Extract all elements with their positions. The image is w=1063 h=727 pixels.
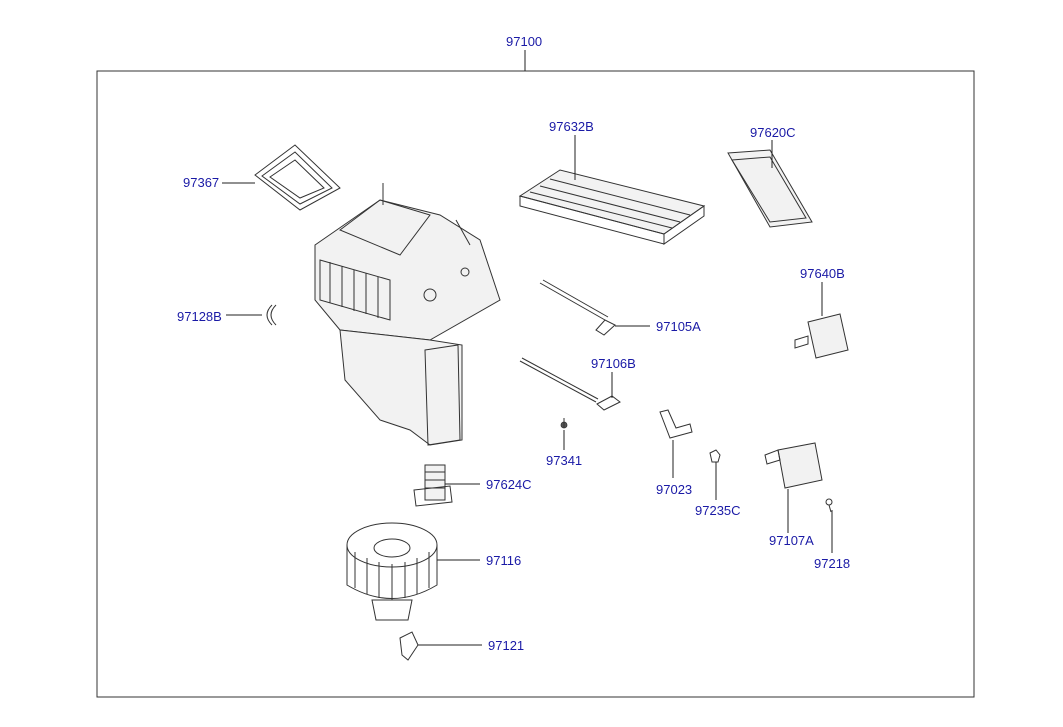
screw-97218-drawing (825, 498, 833, 553)
part-label-97023[interactable]: 97023 (656, 482, 693, 497)
part-label-97116[interactable]: 97116 (486, 553, 522, 568)
clip-97128B-drawing (226, 304, 277, 326)
part-label-97341[interactable]: 97341 (546, 453, 583, 468)
cabin-filter-drawing (518, 135, 706, 245)
part-label-97620C[interactable]: 97620C (750, 125, 796, 140)
blower-motor-97116-drawing (346, 522, 480, 621)
part-label-97121[interactable]: 97121 (488, 638, 525, 653)
blower-case-drawing (314, 183, 501, 446)
part-label-97367[interactable]: 97367 (183, 175, 220, 190)
rod-97105A-drawing (539, 279, 650, 336)
rod-97106B-drawing (519, 357, 621, 411)
part-label-97128B[interactable]: 97128B (177, 309, 222, 324)
resistor-97640B-drawing (794, 282, 849, 359)
clip-97121-drawing (399, 631, 482, 661)
part-label-97632B[interactable]: 97632B (549, 119, 594, 134)
seal-drawing (222, 144, 341, 211)
part-label-97105A[interactable]: 97105A (656, 319, 701, 334)
nut-97235C-drawing (709, 449, 721, 500)
damper-97624C-drawing (413, 464, 480, 507)
part-label-97624C[interactable]: 97624C (486, 477, 532, 492)
part-label-97235C[interactable]: 97235C (695, 503, 741, 518)
assembly-label-97100[interactable]: 97100 (506, 34, 543, 49)
part-label-97107A[interactable]: 97107A (769, 533, 814, 548)
actuator-97107A-drawing (764, 442, 823, 533)
lever-97023-drawing (659, 409, 693, 478)
filter-cover-drawing (727, 140, 813, 228)
part-label-97106B[interactable]: 97106B (591, 356, 636, 371)
part-label-97218[interactable]: 97218 (814, 556, 851, 571)
screw-97341-drawing (560, 418, 568, 450)
part-label-97640B[interactable]: 97640B (800, 266, 845, 281)
assembly-frame (96, 70, 975, 698)
